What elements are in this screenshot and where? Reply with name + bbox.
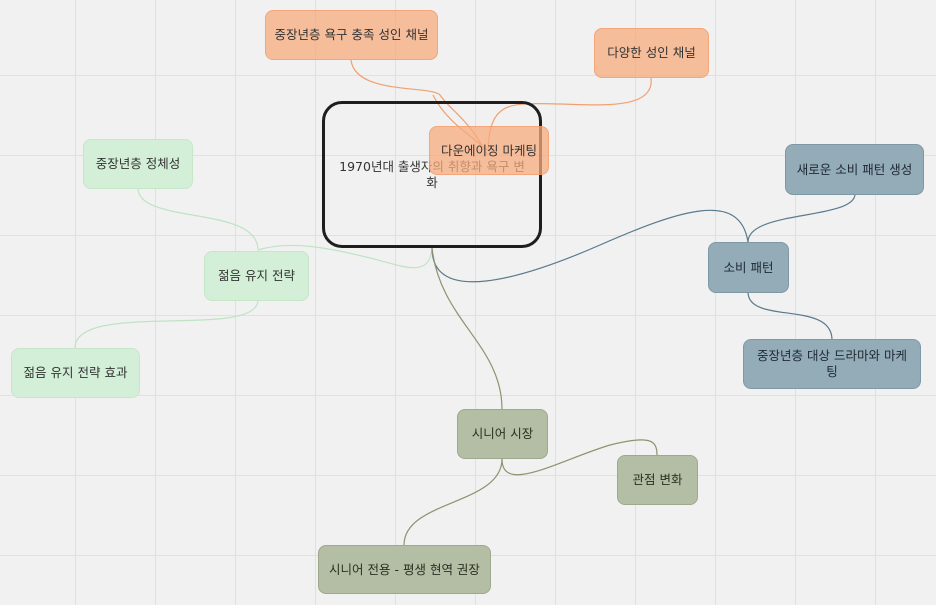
- link-consumption-to-new-pattern: [747, 193, 856, 243]
- node-identity-label: 중장년층 정체성: [95, 156, 181, 171]
- node-consumption-pattern[interactable]: 소비 패턴: [708, 242, 789, 293]
- node-youth-strategy[interactable]: 젊음 유지 전략: [204, 251, 309, 301]
- link-downaging-to-various-channel: [487, 77, 652, 151]
- link-root-to-senior: [431, 247, 503, 410]
- node-new-pattern-label: 새로운 소비 패턴 생성: [796, 161, 913, 177]
- link-youth-to-identity: [137, 187, 259, 251]
- node-perspective-change[interactable]: 관점 변화: [617, 455, 698, 505]
- node-downaging-marketing[interactable]: 다운에이징 마케팅: [429, 126, 549, 175]
- link-consumption-to-drama: [747, 291, 833, 341]
- node-lifetime-label: 시니어 전용 - 평생 현역 권장: [329, 561, 480, 577]
- node-senior-market-label: 시니어 시장: [471, 426, 534, 441]
- link-youth-to-effect: [74, 299, 259, 349]
- link-senior-to-lifetime: [403, 458, 503, 546]
- node-senior-market[interactable]: 시니어 시장: [457, 409, 548, 459]
- node-drama-marketing[interactable]: 중장년층 대상 드라마와 마케팅: [743, 339, 921, 389]
- node-downaging-label: 다운에이징 마케팅: [441, 142, 537, 158]
- node-adult-channel-label: 중장년층 욕구 충족 성인 채널: [274, 27, 429, 42]
- node-new-pattern[interactable]: 새로운 소비 패턴 생성: [785, 144, 924, 195]
- node-drama-marketing-label: 중장년층 대상 드라마와 마케팅: [757, 348, 907, 379]
- link-root-to-consumption: [431, 209, 749, 283]
- node-identity[interactable]: 중장년층 정체성: [83, 139, 193, 189]
- link-root-to-youth: [257, 244, 433, 269]
- node-perspective-label: 관점 변화: [632, 472, 683, 487]
- node-youth-strategy-label: 젊음 유지 전략: [218, 268, 295, 283]
- node-lifetime-active[interactable]: 시니어 전용 - 평생 현역 권장: [318, 545, 491, 594]
- node-youth-effect-label: 젊음 유지 전략 효과: [23, 365, 128, 380]
- node-adult-channel[interactable]: 중장년층 욕구 충족 성인 채널: [265, 10, 438, 60]
- link-senior-to-perspective: [501, 439, 658, 476]
- node-various-channel[interactable]: 다양한 성인 채널: [594, 28, 709, 78]
- node-various-channel-label: 다양한 성인 채널: [607, 45, 696, 60]
- node-youth-effect[interactable]: 젊음 유지 전략 효과: [11, 348, 140, 398]
- node-consumption-label: 소비 패턴: [723, 259, 774, 275]
